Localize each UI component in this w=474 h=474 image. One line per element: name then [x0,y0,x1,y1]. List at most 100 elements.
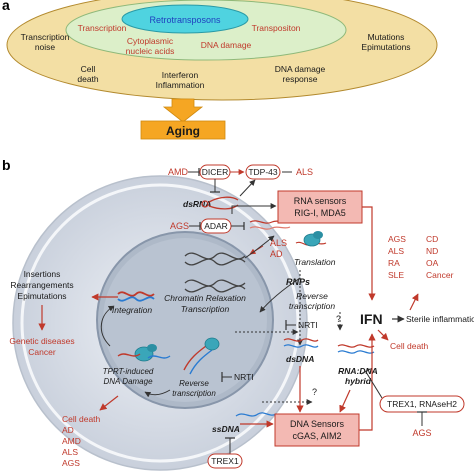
mutations-label-1: Mutations [368,32,405,42]
ifn-to-cell-death-arrow [377,329,389,341]
hybrid-rna-strand [337,344,375,348]
dicer-label: DICER [202,167,228,177]
reverse-label-1: Reverse [296,291,328,301]
hybrid-dna-strand [337,350,375,354]
aging-arrow [162,98,204,123]
disease-col2-1: ND [426,246,438,256]
integration-dna-red [117,291,155,297]
left-list-1: Rearrangements [10,280,73,290]
chromatin-strand-3 [184,279,246,287]
bottom-list-0: Cell death [62,414,101,424]
ad-mid-label: AD [270,249,283,259]
transcription-noise-1: Transcription [21,32,70,42]
trex-rnaseh2-bar [360,368,371,375]
to-rna-sensors-arrow [231,203,277,214]
rt-enzyme-icon [204,337,220,351]
dsdna-label: dsDNA [286,354,314,364]
sterile-inflammation-label: Sterile inflammation [406,314,474,324]
rnps-label: RNPs [286,277,310,287]
disease-col2-2: OA [426,258,439,268]
rna-sensors-label-1: RNA sensors [294,196,347,206]
ags-bottom-label: AGS [412,428,431,438]
reverse-label-2: transcription [289,301,336,311]
integration-dna-blue [117,296,155,302]
rna-sensors-box [277,190,363,224]
dsrna-strand-2 [249,226,291,230]
panel-a-letter: a [2,0,10,13]
rt-to-tprt-arrow [144,389,171,398]
trex1-bottom-box [207,453,243,469]
adar-label: ADAR [204,221,228,231]
inflammation-label: Inflammation [156,80,205,90]
left-list-0: Insertions [24,269,61,279]
tprt-dna-red [117,353,141,357]
tdp43-label: TDP-43 [248,167,278,177]
rt-rna-strand [183,345,207,371]
bottom-list-3: ALS [62,447,78,457]
tprt-to-integration-arrow [100,305,115,347]
rna-sensors-label-2: RIG-I, MDA5 [294,208,346,218]
als-mid-label: ALS [270,238,287,248]
rt-dna-strand [189,349,213,375]
dna-sensors-box [274,413,360,447]
chromatin-to-cytoplasm-arrow [244,235,275,259]
dsrna-hairpin-top [208,196,239,203]
rt-inner-label-1: Reverse [179,379,209,388]
disease-col2-3: Cancer [426,270,454,280]
translation-label: Translation [294,257,336,267]
cytoplasmic-label-2: nucleic acids [126,46,175,56]
chromatin-strand-4 [184,285,246,293]
tprt-protein-small-icon [147,344,157,352]
cell-membrane [20,183,300,463]
left-list-2: Epimutations [17,291,66,301]
rnps-to-nucleus-arrow [259,277,301,313]
transposition-label: Transpositon [252,23,301,33]
ssdna-label: ssDNA [212,424,240,434]
disease-col1-0: AGS [388,234,406,244]
trex-rnaseh2-line [365,371,383,399]
disease-col1-2: RA [388,258,400,268]
dsrna-to-tdp-arrow [239,179,256,197]
question-1-label: ? [336,314,341,324]
hybrid-to-sensors-arrow [339,389,351,413]
ddr-label-2: response [283,74,318,84]
rna-sensors-to-ifn-arrow [362,206,376,301]
dsrna-loop [201,200,209,208]
aging-box [140,120,226,140]
dsrna-label: dsRNA [183,199,211,209]
interferon-label: Interferon [162,70,199,80]
nrti-bottom-label: NRTI [234,372,254,382]
disease-col1-3: SLE [388,270,404,280]
bottom-list-2: AMD [62,436,81,446]
amd-label: AMD [168,167,189,177]
ddr-label-1: DNA damage [275,64,326,74]
transcription-noise-2: noise [35,42,56,52]
dna-sensors-label-1: DNA Sensors [290,419,345,429]
question-2-label: ? [312,387,317,397]
dsdna-strand-2 [283,344,319,348]
nrti-top-label: NRTI [298,320,318,330]
inner-ring [121,4,249,34]
retrotransposons-label: Retrotransposons [149,15,221,25]
cancer-left-label: Cancer [28,347,56,357]
chromatin-strand-1 [184,252,246,260]
tprt-label-2: DNA Damage [103,377,153,386]
transcription-label: Transcription [78,23,127,33]
tdp43-box [245,164,281,180]
ssdna-strand [235,412,277,417]
ags-left-label: AGS [170,221,189,231]
tprt-label-1: TPRT-induced [103,367,154,376]
tprt-dna-blue [147,355,171,359]
hybrid-label-2: hybrid [345,376,372,386]
mutations-label-2: Epimutations [361,42,410,52]
panel-b-letter: b [2,157,11,173]
dna-sensors-label-2: cGAS, AIM2 [292,431,341,441]
dsdna-strand-1 [283,338,319,342]
ribosome-small-icon [313,231,323,239]
bottom-list-1: AD [62,425,74,435]
dna-damage-label: DNA damage [201,40,252,50]
cell-death-right-label: Cell death [390,341,429,351]
disease-col2-0: CD [426,234,438,244]
cell-death-label-1: Cell [81,64,96,74]
